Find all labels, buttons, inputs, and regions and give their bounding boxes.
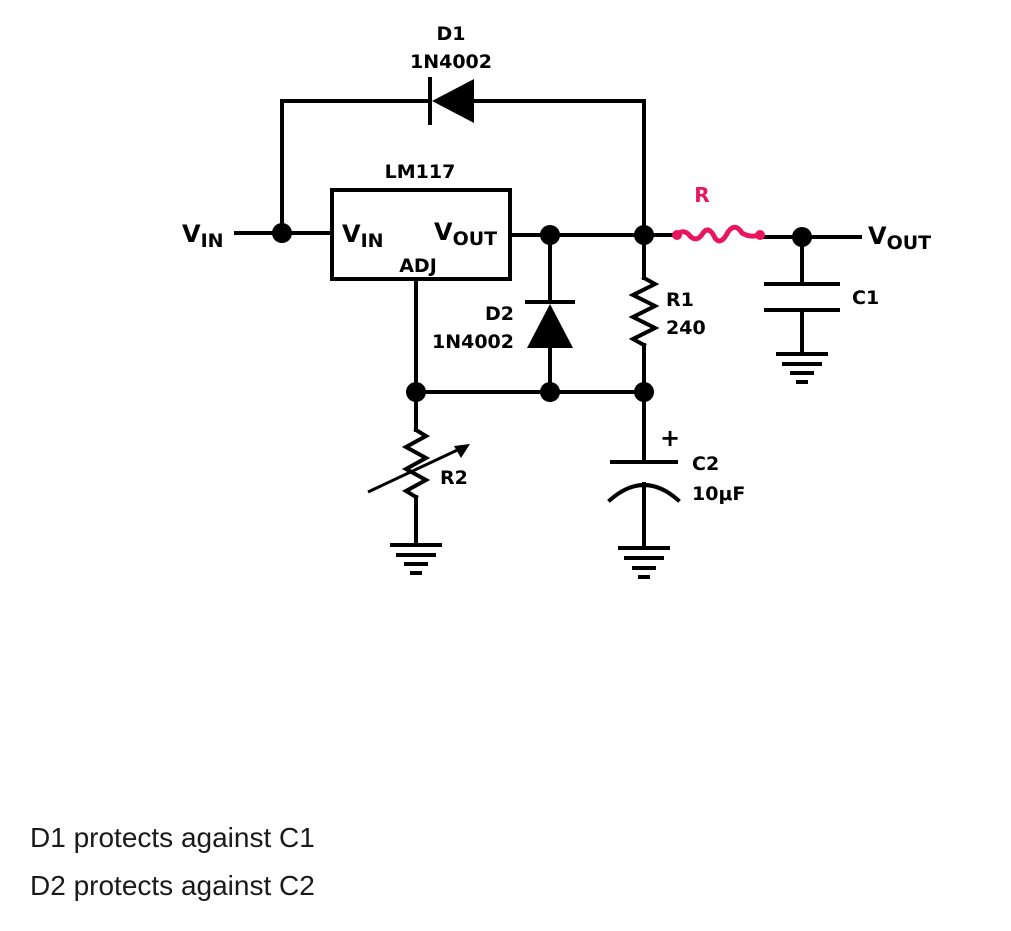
note-d2-protection: D2 protects against C2 — [30, 870, 315, 901]
r2-name-label: R2 — [440, 467, 468, 489]
lm117-ic-body — [330, 188, 512, 281]
c1-name-label: C1 — [852, 287, 879, 309]
ic-name-label: LM117 — [385, 161, 456, 183]
ic-adj-pin-label: ADJ — [399, 255, 437, 277]
annotation-r-label: R — [694, 183, 709, 207]
d2-name-label: D2 — [485, 303, 514, 325]
junction-r1-bottom — [634, 382, 654, 402]
ic-vin-pin-label: VIN — [342, 220, 384, 252]
variable-resistor-r2 — [367, 390, 470, 547]
junction-r1-top — [634, 225, 654, 245]
junction-dots — [272, 223, 812, 402]
vin-input-sub: IN — [201, 230, 224, 252]
ic-vout-v: V — [434, 218, 453, 246]
junction-adj-bottom — [406, 382, 426, 402]
ic-vout-sub: OUT — [453, 228, 498, 250]
d1-name-label: D1 — [437, 23, 466, 45]
ground-c2 — [618, 546, 670, 579]
ic-vout-pin-label: VOUT — [434, 218, 497, 250]
junction-d2-bottom — [540, 382, 560, 402]
ground-c1 — [776, 352, 828, 384]
vout-output-sub: OUT — [887, 232, 932, 254]
junction-c1-top — [792, 227, 812, 247]
c2-value-label: 10μF — [692, 483, 745, 505]
resistor-r1 — [628, 233, 660, 394]
vin-input-v: V — [182, 220, 201, 248]
capacitor-c2 — [607, 390, 681, 550]
annotation-resistor-squiggle — [673, 224, 764, 244]
junction-d2-top — [540, 225, 560, 245]
ground-r2 — [390, 543, 442, 575]
r1-value-label: 240 — [666, 317, 706, 339]
d1-loop-wires — [280, 99, 646, 235]
junction-vin — [272, 223, 292, 243]
c2-name-label: C2 — [692, 453, 719, 475]
c2-polarity-label: + — [660, 424, 680, 452]
capacitor-c1 — [764, 235, 840, 356]
ic-vin-sub: IN — [361, 230, 384, 252]
vout-output-label: VOUT — [868, 222, 931, 254]
diode-d2 — [525, 300, 575, 348]
annotation-dot-right — [755, 230, 765, 240]
note-d1-protection: D1 protects against C1 — [30, 822, 315, 853]
annotation-dot-left — [672, 230, 682, 240]
vin-input-label: VIN — [182, 220, 224, 252]
adj-and-bottom-bus-wires — [414, 277, 646, 394]
ic-vin-v: V — [342, 220, 361, 248]
vout-output-v: V — [868, 222, 887, 250]
d1-part-label: 1N4002 — [410, 51, 492, 73]
r1-name-label: R1 — [666, 289, 694, 311]
diode-d1 — [428, 77, 474, 125]
d2-part-label: 1N4002 — [432, 331, 514, 353]
